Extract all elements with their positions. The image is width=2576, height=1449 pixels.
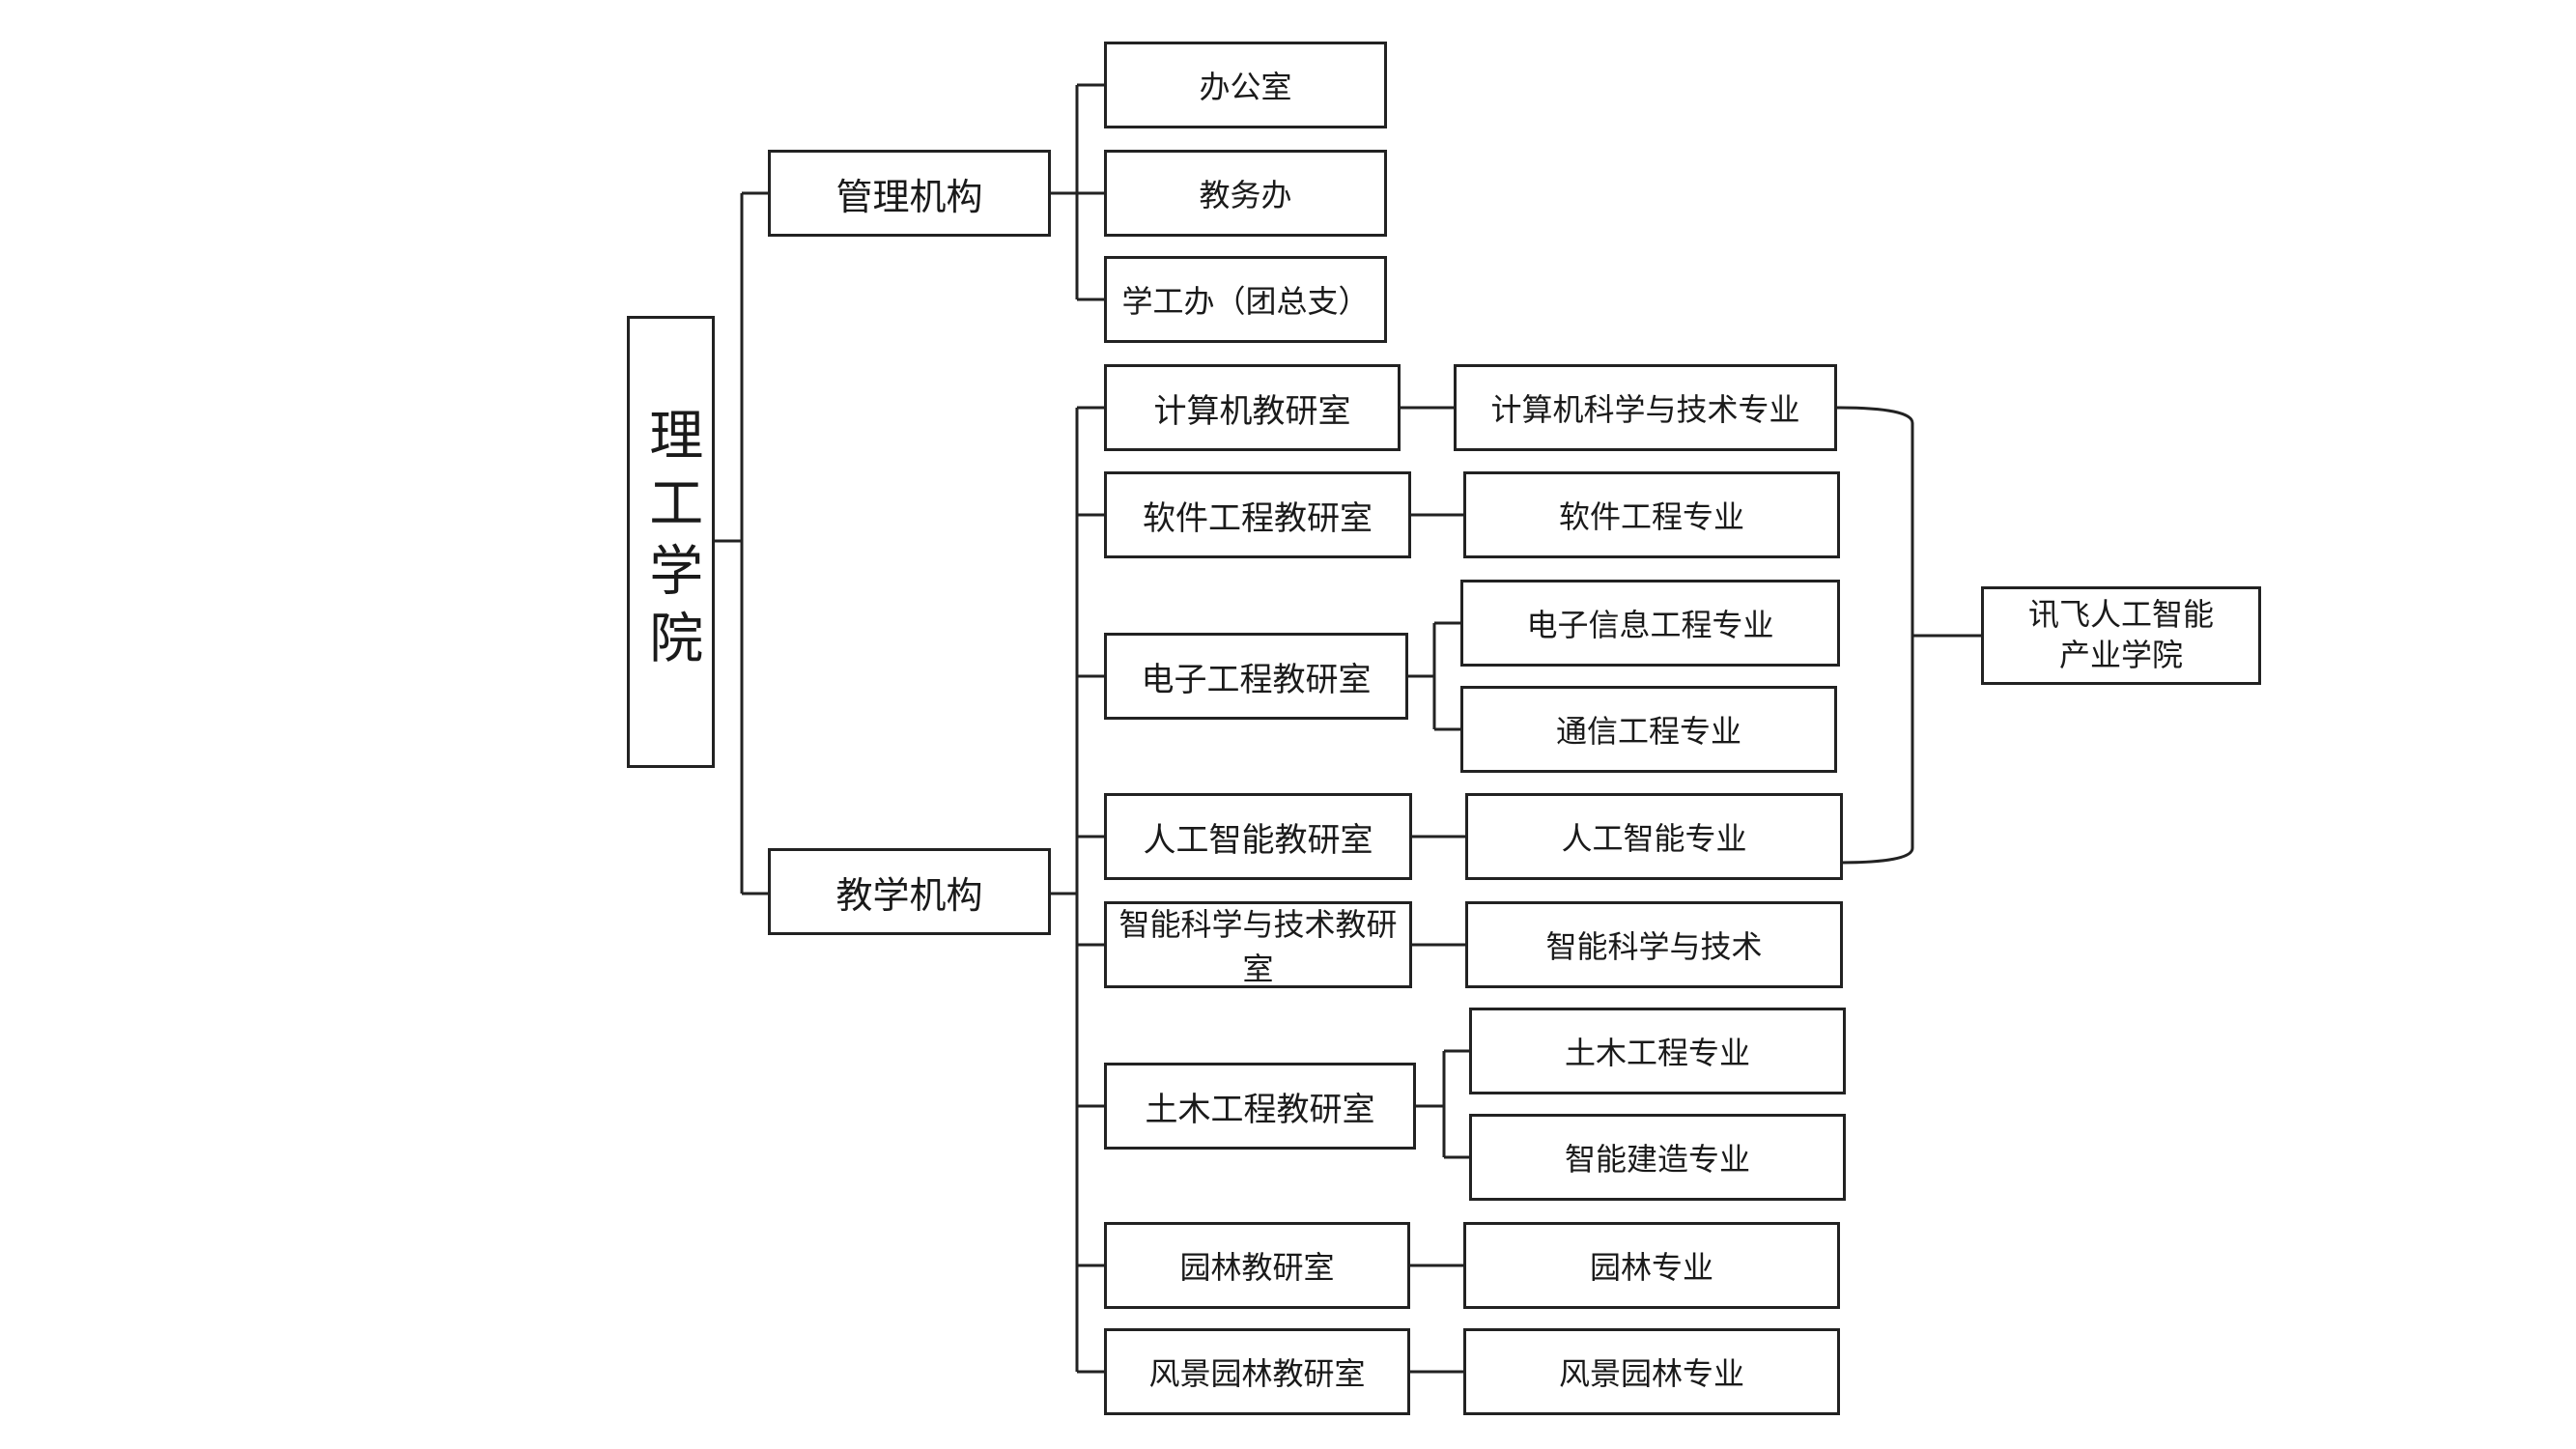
root-node: 理工学院 [627, 316, 715, 768]
major-label: 土木工程专业 [1564, 1035, 1750, 1071]
connector-bracket [1836, 406, 1984, 865]
connector-management [1051, 83, 1107, 301]
department-node: 人工智能教研室 [1104, 793, 1412, 880]
root-label: 理工学院 [639, 407, 703, 677]
department-node: 软件工程教研室 [1104, 471, 1411, 558]
major-label: 智能建造专业 [1564, 1141, 1750, 1178]
office-node: 教务办 [1104, 150, 1387, 237]
department-label: 电子工程教研室 [1141, 660, 1372, 699]
department-node: 计算机教研室 [1104, 364, 1401, 451]
department-node: 电子工程教研室 [1104, 633, 1408, 720]
major-node: 通信工程专业 [1460, 686, 1837, 773]
department-label: 风景园林教研室 [1148, 1355, 1366, 1392]
major-label: 风景园林专业 [1558, 1355, 1744, 1392]
major-node: 智能建造专业 [1469, 1114, 1846, 1201]
connector-dept-5 [1416, 1049, 1472, 1159]
major-node: 人工智能专业 [1465, 793, 1843, 880]
major-node: 计算机科学与技术专业 [1454, 364, 1837, 451]
teaching-label: 教学机构 [835, 873, 983, 917]
department-node: 土木工程教研室 [1104, 1063, 1416, 1150]
department-label: 智能科学与技术教研室 [1118, 906, 1398, 987]
office-label: 办公室 [1199, 69, 1292, 105]
major-label: 电子信息工程专业 [1526, 607, 1774, 643]
department-node: 风景园林教研室 [1104, 1328, 1410, 1415]
department-node: 园林教研室 [1104, 1222, 1410, 1309]
industry-college-label: 讯飞人工智能 产业学院 [2027, 596, 2214, 673]
department-label: 园林教研室 [1179, 1249, 1335, 1286]
major-node: 风景园林专业 [1463, 1328, 1840, 1415]
major-label: 通信工程专业 [1555, 713, 1741, 750]
connector-teaching [1051, 406, 1107, 1374]
major-node: 软件工程专业 [1463, 471, 1840, 558]
industry-college-node: 讯飞人工智能 产业学院 [1981, 586, 2261, 685]
major-node: 园林专业 [1463, 1222, 1840, 1309]
major-node: 智能科学与技术 [1465, 901, 1843, 988]
department-label: 软件工程教研室 [1143, 498, 1373, 538]
office-label: 学工办（团总支） [1121, 283, 1370, 320]
connector-root [715, 191, 773, 895]
department-label: 计算机教研室 [1153, 391, 1351, 431]
major-label: 软件工程专业 [1558, 498, 1744, 535]
department-node: 智能科学与技术教研室 [1104, 901, 1412, 988]
major-label: 智能科学与技术 [1545, 928, 1763, 965]
department-label: 人工智能教研室 [1143, 820, 1373, 860]
major-label: 人工智能专业 [1561, 820, 1747, 857]
teaching-node: 教学机构 [768, 848, 1051, 935]
management-node: 管理机构 [768, 150, 1051, 237]
office-label: 教务办 [1199, 177, 1292, 213]
major-node: 土木工程专业 [1469, 1008, 1846, 1094]
office-node: 办公室 [1104, 42, 1387, 128]
office-node: 学工办（团总支） [1104, 256, 1387, 343]
management-label: 管理机构 [835, 175, 983, 218]
department-label: 土木工程教研室 [1145, 1090, 1375, 1129]
connector-dept-2 [1408, 621, 1463, 731]
major-label: 园林专业 [1589, 1249, 1713, 1286]
major-label: 计算机科学与技术专业 [1490, 391, 1800, 428]
major-node: 电子信息工程专业 [1460, 580, 1840, 667]
